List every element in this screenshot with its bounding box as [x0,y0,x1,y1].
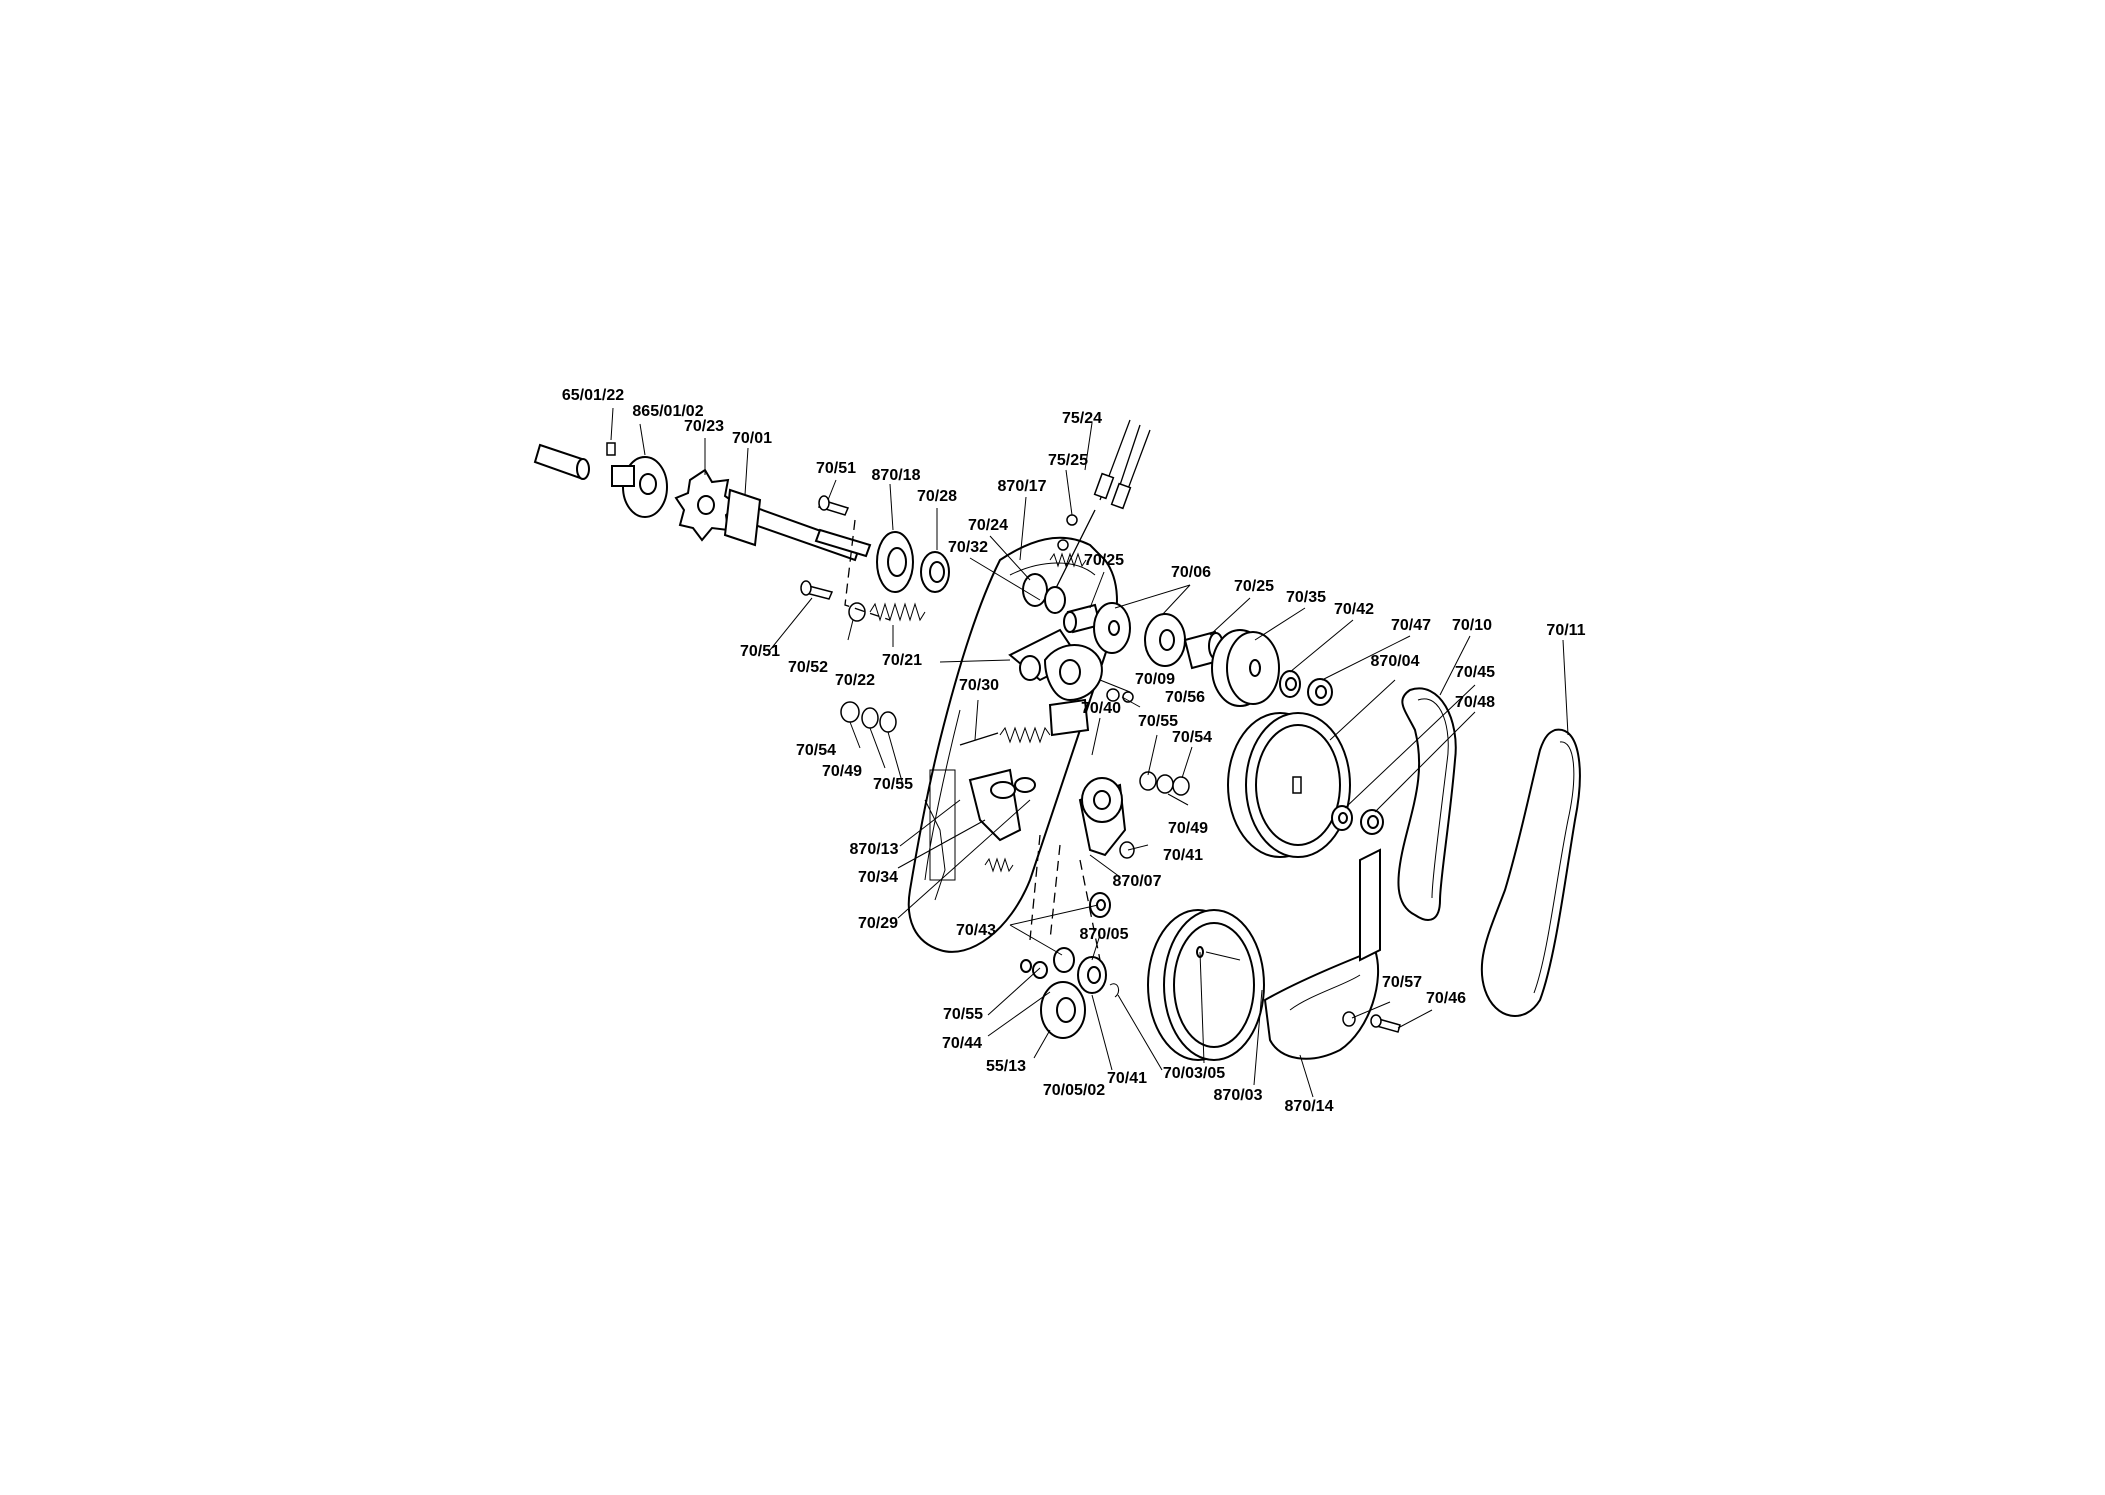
part-label-70-03-05: 70/03/05 [1162,1065,1226,1082]
part-label-70-51-bottom: 70/51 [739,643,781,660]
part-label-70-54-left: 70/54 [795,742,837,759]
part-label-870-14: 870/14 [1284,1098,1334,1115]
housing-plate [907,536,1118,953]
part-label-870-05: 870/05 [1079,926,1129,943]
tensioner-mechanism [840,552,1190,961]
part-label-70-25-right: 70/25 [1233,578,1275,595]
part-label-70-22: 70/22 [834,672,876,689]
part-label-70-47: 70/47 [1390,617,1432,634]
part-label-70-29: 70/29 [857,915,899,932]
part-label-70-32: 70/32 [947,539,989,556]
part-label-865-01-02: 865/01/02 [632,403,704,420]
part-label-70-43: 70/43 [955,922,997,939]
drive-shaft-assembly [533,442,950,622]
part-label-70-09: 70/09 [1134,671,1176,688]
part-label-870-04: 870/04 [1370,653,1420,670]
part-label-70-45: 70/45 [1454,664,1496,681]
part-label-870-07: 870/07 [1112,873,1162,890]
part-label-70-56: 70/56 [1164,689,1206,706]
part-label-70-41-bottom: 70/41 [1106,1070,1148,1087]
part-label-70-05-02: 70/05/02 [1042,1082,1106,1099]
part-label-70-30: 70/30 [958,677,1000,694]
part-label-70-49-left: 70/49 [821,763,863,780]
part-label-70-34: 70/34 [857,869,899,886]
part-label-75-25: 75/25 [1047,452,1089,469]
part-label-70-51-top: 70/51 [815,460,857,477]
part-label-70-40: 70/40 [1080,700,1122,717]
part-label-70-01: 70/01 [731,430,773,447]
part-label-70-55-bottom: 70/55 [942,1006,984,1023]
part-label-70-49-mid: 70/49 [1167,820,1209,837]
drive-belts [1397,687,1581,1017]
part-label-70-24: 70/24 [967,517,1009,534]
part-label-70-23: 70/23 [683,418,725,435]
part-label-70-28: 70/28 [916,488,958,505]
part-label-70-55-left: 70/55 [872,776,914,793]
part-label-70-06: 70/06 [1170,564,1212,581]
part-label-70-35: 70/35 [1285,589,1327,606]
leader-lines [610,407,1569,1098]
control-cables [1049,419,1151,601]
part-label-70-11: 70/11 [1546,622,1586,639]
part-label-70-41-mid: 70/41 [1162,847,1204,864]
part-label-70-57: 70/57 [1381,974,1423,991]
part-label-70-42: 70/42 [1333,601,1375,618]
part-label-70-48: 70/48 [1454,694,1496,711]
part-label-70-55-mid: 70/55 [1137,713,1179,730]
part-label-70-44: 70/44 [941,1035,983,1052]
part-label-70-52: 70/52 [787,659,829,676]
pulley-group [1020,602,1384,1061]
part-label-65-01-22: 65/01/22 [561,387,625,404]
belt-cover [1263,848,1401,1060]
part-label-70-54-mid: 70/54 [1171,729,1213,746]
part-label-870-13: 870/13 [849,841,899,858]
part-label-70-46: 70/46 [1425,990,1467,1007]
part-label-70-25-left: 70/25 [1083,552,1125,569]
part-label-870-17: 870/17 [997,478,1047,495]
part-label-55-13: 55/13 [985,1058,1027,1075]
part-label-70-10: 70/10 [1451,617,1493,634]
part-label-870-03: 870/03 [1213,1087,1263,1104]
part-label-870-18: 870/18 [871,467,921,484]
part-label-75-24: 75/24 [1061,410,1103,427]
part-label-70-21: 70/21 [881,652,923,669]
